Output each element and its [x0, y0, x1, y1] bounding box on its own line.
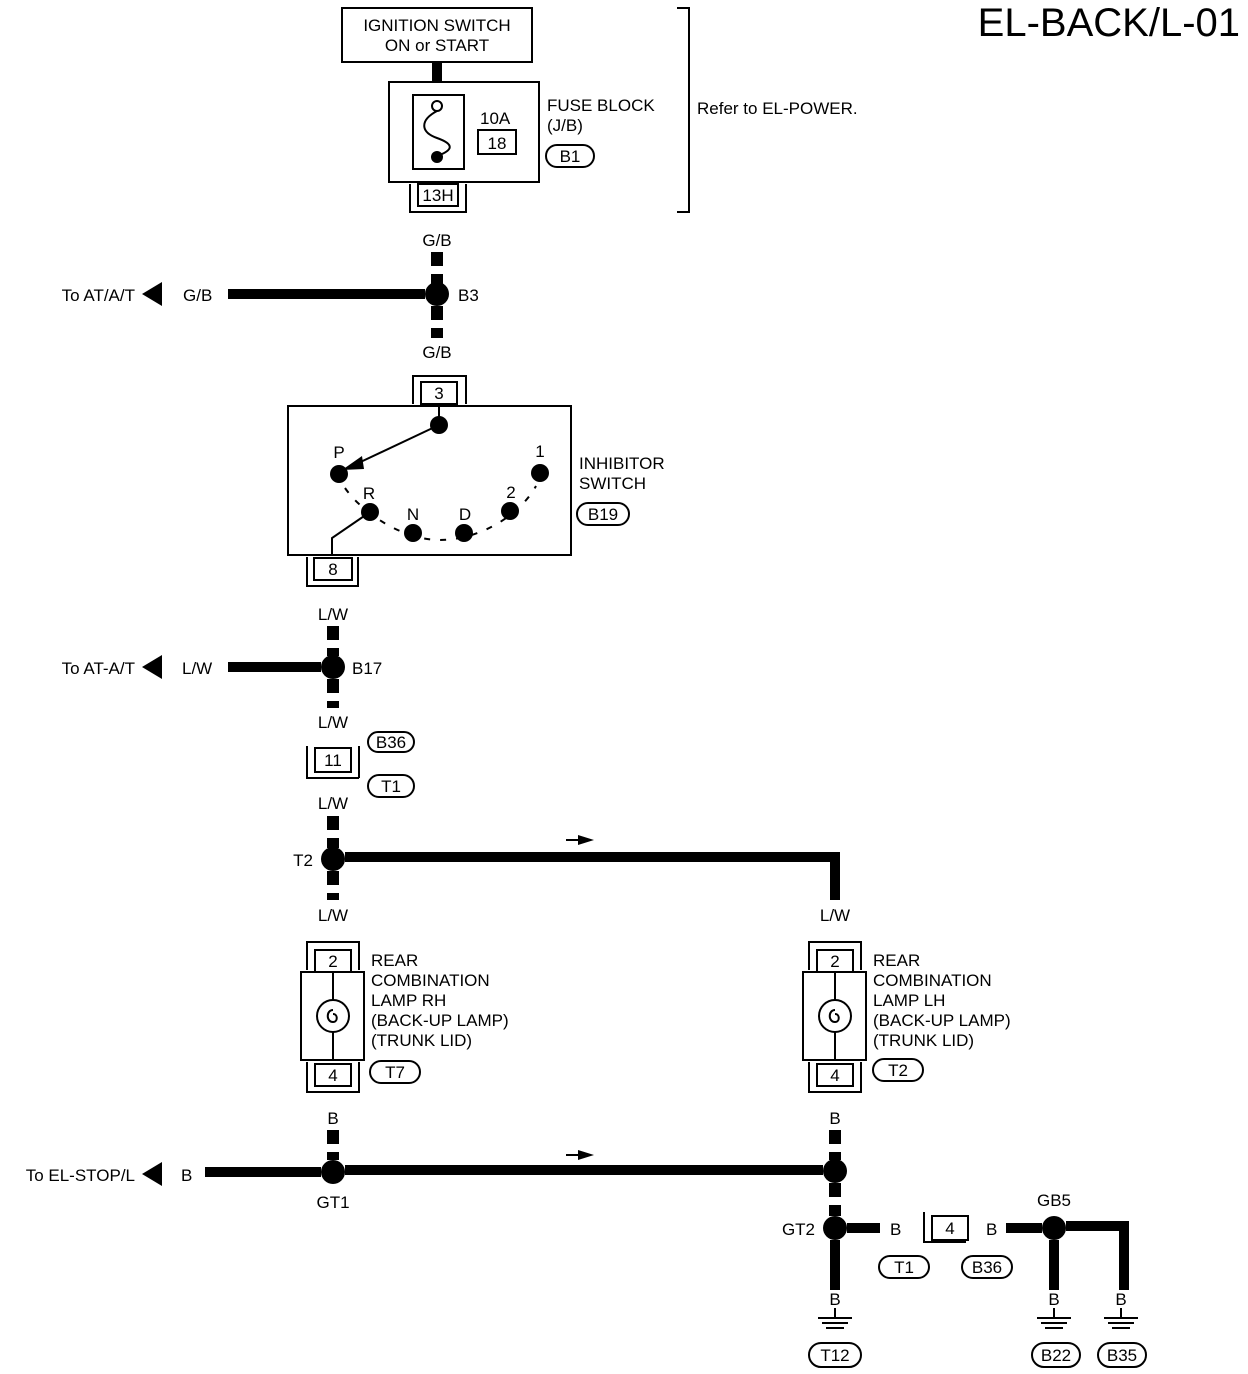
wire-color-b-b22: B — [1048, 1290, 1059, 1309]
power-bracket — [677, 7, 690, 213]
fuse-element-box — [412, 94, 465, 170]
wire-color-b-t12: B — [829, 1290, 840, 1309]
lamp-rh-line-5: (TRUNK LID) — [371, 1031, 472, 1050]
fuse-block-label-1: FUSE BLOCK — [547, 96, 655, 115]
lamp-lh-id: T2 — [888, 1061, 908, 1080]
inhibitor-pos-r: R — [363, 484, 375, 503]
inhibitor-pos-1: 1 — [535, 442, 544, 461]
joint-gb5-label: GB5 — [1037, 1191, 1071, 1210]
joint-gb5 — [1042, 1216, 1066, 1240]
inhibitor-id: B19 — [588, 505, 618, 524]
lamp-rh-pin-top: 2 — [328, 952, 337, 971]
wire-color-lw-1: L/W — [318, 605, 348, 624]
wire-color-b-b35: B — [1115, 1290, 1126, 1309]
flow-arrow-bottom — [578, 1150, 594, 1160]
mid-connector-pin: 11 — [324, 751, 342, 770]
ground-t12: T12 — [820, 1346, 849, 1365]
refer-note: Refer to EL-POWER. — [697, 99, 858, 118]
inhibitor-label-1: INHIBITOR — [579, 454, 665, 473]
wire-color-lw-branch: L/W — [182, 659, 212, 678]
inhibitor-pos-2: 2 — [506, 483, 515, 502]
wire-color-gb-branch: G/B — [183, 286, 212, 305]
wire-color-b-branch: B — [181, 1166, 192, 1185]
joint-lh-ground — [823, 1159, 847, 1183]
lamp-rh-id: T7 — [385, 1063, 405, 1082]
inhibitor-pos-n: N — [407, 505, 419, 524]
fuse-icon — [423, 110, 451, 157]
lamp-rh-line-1: REAR — [371, 951, 418, 970]
branch-at-at: To AT/A/T — [62, 286, 135, 305]
wire-color-lw-lh: L/W — [820, 906, 850, 925]
branch-arrow-el-stop — [142, 1162, 162, 1186]
wire-color-b-rh: B — [327, 1109, 338, 1128]
joint-t2 — [321, 847, 345, 871]
joint-gt2 — [823, 1216, 847, 1240]
ground-connector-id-right: B36 — [972, 1258, 1002, 1277]
mid-connector-id-top: B36 — [376, 733, 406, 752]
ignition-switch-box — [341, 7, 533, 63]
lamp-lh-line-3: LAMP LH — [873, 991, 945, 1010]
wire-color-b-gb5: B — [986, 1220, 997, 1239]
inhibitor-switch-box — [287, 405, 572, 556]
flow-arrow-top — [578, 835, 594, 845]
lamp-rh-pin-bottom: 4 — [328, 1066, 337, 1085]
lamp-lh-line-1: REAR — [873, 951, 920, 970]
joint-b3-label: B3 — [458, 286, 479, 305]
wire-color-b-lh: B — [829, 1109, 840, 1128]
fuse-block-label-2: (J/B) — [547, 116, 583, 135]
ignition-label-1: IGNITION SWITCH — [363, 16, 510, 35]
wire-color-lw-2: L/W — [318, 713, 348, 732]
lamp-rh-line-4: (BACK-UP LAMP) — [371, 1011, 509, 1030]
ground-connector-pin: 4 — [945, 1219, 954, 1238]
joint-t2-label: T2 — [293, 851, 313, 870]
lamp-lh-line-2: COMBINATION — [873, 971, 992, 990]
inhibitor-pos-p: P — [333, 443, 344, 462]
branch-arrow-at — [142, 282, 162, 306]
joint-gt1-label: GT1 — [316, 1193, 349, 1212]
ground-b35: B35 — [1107, 1346, 1137, 1365]
ground-connector-id-left: T1 — [894, 1258, 914, 1277]
wire-color-b-gt2: B — [890, 1220, 901, 1239]
joint-b3 — [425, 282, 449, 306]
page-code: EL-BACK/L-01 — [978, 1, 1240, 45]
branch-at-at2: To AT-A/T — [62, 659, 135, 678]
ignition-label-2: ON or START — [385, 36, 489, 55]
fuse-connector-pin: 13H — [422, 186, 453, 205]
ground-b22: B22 — [1041, 1346, 1071, 1365]
lamp-lh-pin-top: 2 — [830, 952, 839, 971]
inhibitor-label-2: SWITCH — [579, 474, 646, 493]
joint-gt1 — [321, 1160, 345, 1184]
branch-arrow-at2 — [142, 655, 162, 679]
lamp-lh-line-5: (TRUNK LID) — [873, 1031, 974, 1050]
joint-b17 — [321, 655, 345, 679]
fuse-amp: 10A — [480, 109, 511, 128]
lamp-lh-line-4: (BACK-UP LAMP) — [873, 1011, 1011, 1030]
joint-b17-label: B17 — [352, 659, 382, 678]
joint-gt2-label: GT2 — [782, 1220, 815, 1239]
lamp-rh-line-3: LAMP RH — [371, 991, 446, 1010]
inhibitor-pin-out: 8 — [328, 560, 337, 579]
fuse-block-id: B1 — [560, 147, 581, 166]
wire-color-gb-1: G/B — [422, 231, 451, 250]
wire-color-lw-rh: L/W — [318, 906, 348, 925]
inhibitor-pos-d: D — [459, 505, 471, 524]
lamp-lh-pin-bottom: 4 — [830, 1066, 839, 1085]
branch-el-stop: To EL-STOP/L — [26, 1166, 135, 1185]
inhibitor-pin-in: 3 — [434, 384, 443, 403]
wire-color-gb-2: G/B — [422, 343, 451, 362]
fuse-number: 18 — [488, 134, 507, 153]
lamp-rh-line-2: COMBINATION — [371, 971, 490, 990]
wire-color-lw-3: L/W — [318, 794, 348, 813]
mid-connector-id-bottom: T1 — [381, 777, 401, 796]
